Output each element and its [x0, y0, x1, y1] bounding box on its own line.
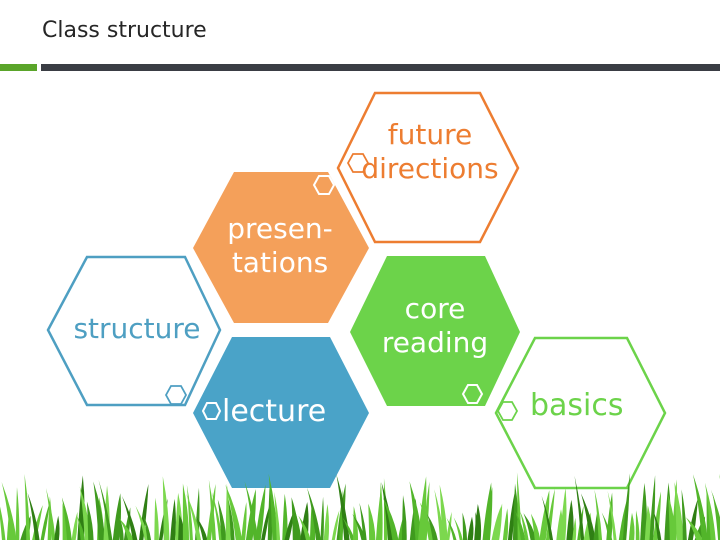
grass-blade: [183, 483, 189, 540]
grass-blade: [402, 495, 407, 540]
label-presentations-line2: tations: [200, 246, 360, 280]
small-hex-green-filled: [463, 385, 482, 403]
label-presentations: presen- tations: [200, 212, 360, 279]
label-structure: structure: [52, 312, 222, 346]
label-core-line1: core: [355, 292, 515, 326]
grass-blade: [72, 512, 78, 540]
grass-blade: [566, 500, 573, 540]
small-hex-blue-filled: [203, 403, 220, 419]
label-future-line2: directions: [350, 152, 510, 186]
grass-blade: [503, 508, 508, 540]
label-lecture: lecture: [222, 394, 342, 430]
label-basics: basics: [530, 388, 640, 424]
grass-blade: [93, 482, 105, 540]
grass-blade: [154, 498, 159, 540]
grass-blade: [320, 497, 323, 540]
label-future-directions: future directions: [350, 118, 510, 185]
label-core-reading: core reading: [355, 292, 515, 359]
small-hex-blue-outline: [166, 386, 186, 404]
label-core-line2: reading: [355, 326, 515, 360]
grass-blade: [462, 513, 467, 540]
grass-blade: [0, 492, 5, 540]
small-hex-green-outline: [498, 402, 517, 420]
small-hex-orange-filled: [314, 176, 334, 194]
grass-blade: [241, 502, 246, 540]
grass-blade: [16, 487, 20, 540]
grass-blade: [324, 504, 329, 540]
grass-blade: [163, 476, 170, 540]
label-presentations-line1: presen-: [200, 212, 360, 246]
grass-blade: [636, 510, 640, 540]
label-future-line1: future: [350, 118, 510, 152]
grass-blade: [467, 517, 473, 540]
grass-blade: [170, 499, 176, 540]
grass-blade: [368, 504, 375, 540]
grass-blade: [54, 516, 59, 540]
grass-blade: [629, 513, 635, 540]
